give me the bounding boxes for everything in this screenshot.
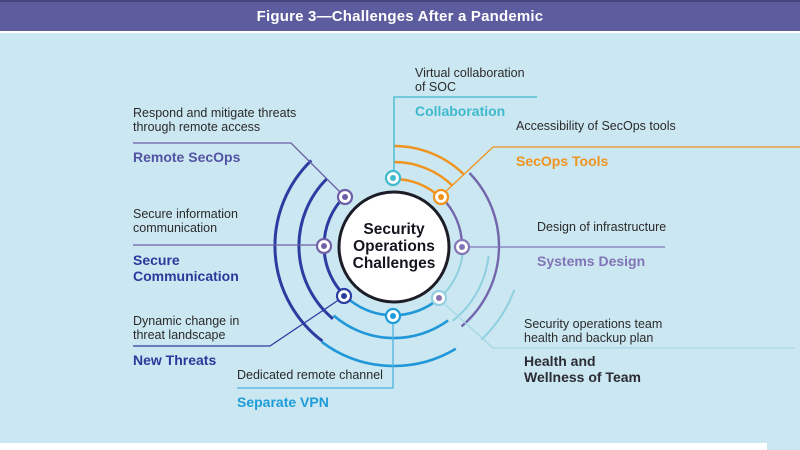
connector-separate-vpn: [237, 318, 394, 389]
orange-arcs: [393, 144, 465, 199]
category-health-wellness-desc: Security operations team health and back…: [524, 317, 724, 345]
category-remote-secops-desc: Respond and mitigate threats through rem…: [133, 106, 343, 134]
dot-separate-vpn: [384, 307, 402, 325]
category-systems-design-desc: Design of infrastructure: [537, 220, 737, 234]
center-title: Security Operations Challenges: [334, 221, 454, 272]
category-new-threats-desc: Dynamic change in threat landscape: [133, 314, 293, 342]
desc-line: of SOC: [415, 80, 456, 94]
category-secure-communication-label: Secure Communication: [133, 252, 239, 284]
category-systems-design-label: Systems Design: [537, 253, 646, 269]
dot-collaboration: [384, 169, 402, 187]
bottom-strip: [0, 443, 767, 450]
node-dots: [315, 169, 471, 325]
desc-line: threat landscape: [133, 328, 226, 342]
category-secops-tools-desc: Accessibility of SecOps tools: [516, 119, 746, 133]
desc-line: Dynamic change in: [133, 314, 240, 328]
desc-line: Design of infrastructure: [537, 220, 667, 234]
dot-secops-tools: [432, 188, 450, 206]
dot-secure-communication: [315, 237, 333, 255]
desc-line: Accessibility of SecOps tools: [516, 119, 676, 133]
center-title-line: Security: [363, 221, 425, 238]
connector-health-wellness: [438, 298, 795, 349]
category-collaboration-label: Collaboration: [415, 103, 506, 119]
category-secure-communication-desc: Secure information communication: [133, 207, 293, 235]
desc-line: Respond and mitigate threats: [133, 106, 297, 120]
category-separate-vpn-label: Separate VPN: [237, 394, 329, 410]
connector-remote-secops: [133, 142, 346, 198]
dot-remote-secops: [336, 188, 354, 206]
category-collaboration-desc: Virtual collaboration of SOC: [415, 66, 585, 94]
desc-line: Virtual collaboration: [415, 66, 525, 80]
category-separate-vpn-desc: Dedicated remote channel: [237, 368, 427, 382]
desc-line: Secure information: [133, 207, 238, 221]
desc-line: health and backup plan: [524, 331, 654, 345]
category-new-threats-label: New Threats: [133, 352, 217, 368]
category-remote-secops-label: Remote SecOps: [133, 149, 241, 165]
desc-line: Security operations team: [524, 317, 663, 331]
desc-line: communication: [133, 221, 218, 235]
center-circle: [337, 190, 451, 304]
connector-new-threats: [133, 296, 344, 347]
connector-lines: [133, 96, 800, 389]
connector-secops-tools: [440, 146, 800, 197]
bright-blue-arcs: [321, 295, 457, 368]
figure-title-bar: Figure 3—Challenges After a Pandemic: [0, 0, 800, 31]
dot-new-threats: [335, 287, 353, 305]
center-title-line: Challenges: [352, 255, 436, 272]
dot-health-wellness: [430, 289, 448, 307]
desc-line: Dedicated remote channel: [237, 368, 383, 382]
connector-collaboration: [393, 96, 537, 176]
center-title-line: Operations: [353, 238, 435, 255]
category-secops-tools-label: SecOps Tools: [516, 153, 609, 169]
category-health-wellness-label: Health and Wellness of Team: [524, 353, 641, 385]
desc-line: through remote access: [133, 120, 261, 134]
dot-systems-design: [453, 238, 471, 256]
figure-title: Figure 3—Challenges After a Pandemic: [256, 8, 544, 25]
